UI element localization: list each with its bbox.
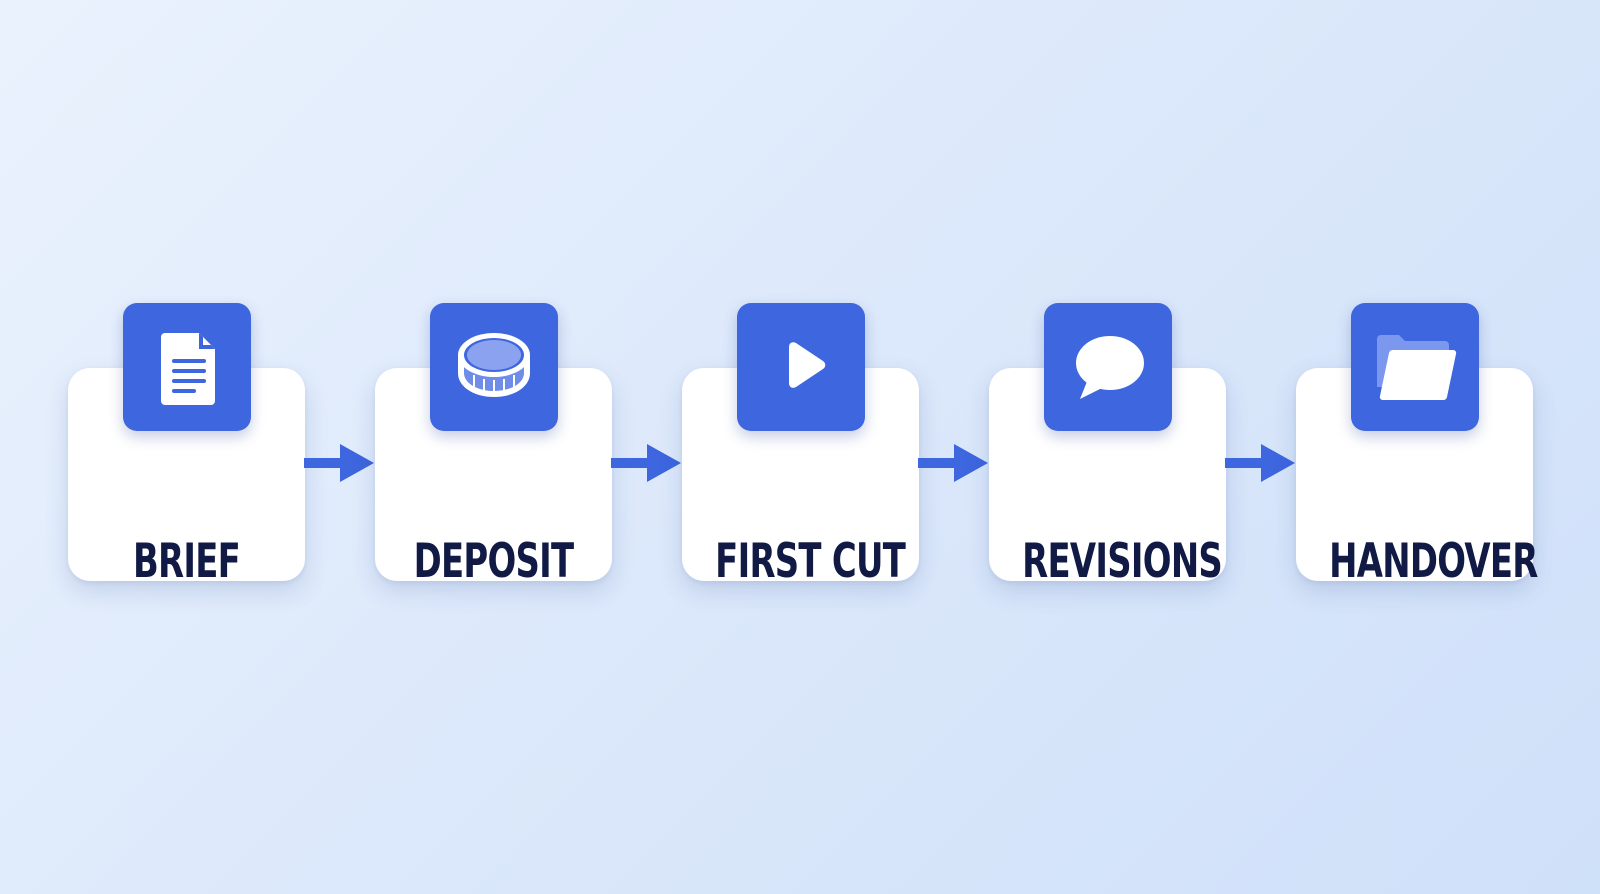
- flow-arrow: [304, 442, 376, 484]
- step-label: DEPOSIT: [413, 534, 575, 589]
- arrow-right-icon: [304, 444, 374, 482]
- icon-tile: [1351, 303, 1479, 431]
- arrow-right-icon: [918, 444, 988, 482]
- flow-arrow: [611, 442, 683, 484]
- step-revisions: REVISIONS: [989, 303, 1226, 585]
- step-label: BRIEF: [132, 534, 241, 589]
- step-handover: HANDOVER: [1296, 303, 1538, 585]
- icon-tile: [430, 303, 558, 431]
- arrow-right-icon: [1225, 444, 1295, 482]
- speech-bubble-icon: [1076, 336, 1144, 399]
- step-brief: BRIEF: [68, 303, 305, 585]
- arrow-right-icon: [611, 444, 681, 482]
- document-icon: [161, 333, 215, 405]
- flow-arrow: [1225, 442, 1297, 484]
- step-first-cut: FIRST CUT: [682, 303, 919, 585]
- step-label: REVISIONS: [1022, 534, 1223, 589]
- flow-arrow: [918, 442, 990, 484]
- step-label: FIRST CUT: [715, 534, 906, 589]
- icon-tile: [1044, 303, 1172, 431]
- step-label: HANDOVER: [1329, 534, 1538, 589]
- icon-tile: [737, 303, 865, 431]
- step-deposit: DEPOSIT: [375, 303, 612, 585]
- coin-icon: [458, 333, 530, 397]
- step-card: DEPOSIT: [375, 368, 612, 585]
- folder-icon: [1377, 335, 1457, 401]
- icon-tile: [123, 303, 251, 431]
- play-icon: [789, 342, 826, 388]
